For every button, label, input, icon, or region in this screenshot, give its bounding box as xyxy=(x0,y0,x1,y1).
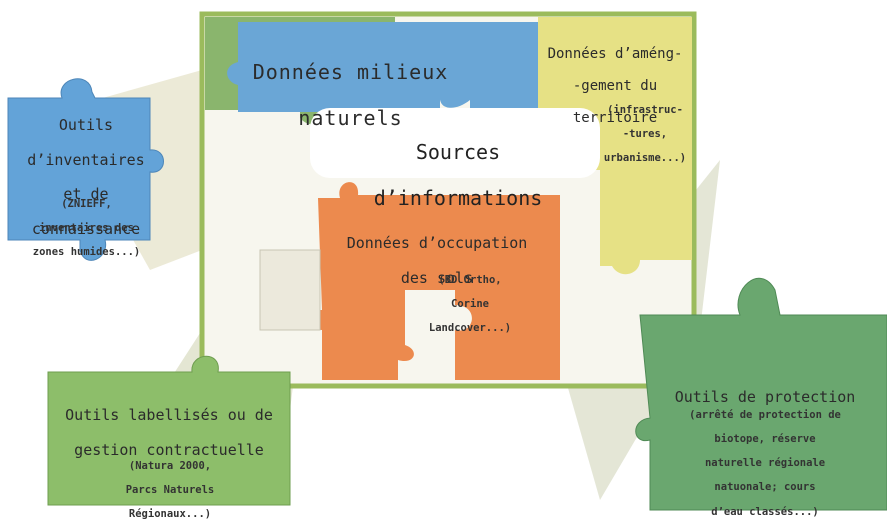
occupation-title-l2: des sols xyxy=(400,268,474,287)
occupation-title: Données d’occupation des sols xyxy=(322,218,552,287)
amenagement-detail-l3: urbanisme...) xyxy=(603,152,687,165)
labellises-title-l1: Outils labellisés ou de xyxy=(65,406,273,425)
milieux-title: Données milieux naturels xyxy=(238,38,463,130)
protection-detail-l3: naturelle régionale xyxy=(704,457,826,470)
grey-piece-left xyxy=(259,249,321,331)
protection-detail-l1: (arrêté de protection de xyxy=(689,409,841,422)
milieux-title-l1: Données milieux xyxy=(252,60,449,84)
amenagement-title-l1: Données d’améng- xyxy=(547,46,683,63)
labellises-detail-l2: Parcs Naturels xyxy=(125,484,215,497)
labellises-title-l2: gestion contractuelle xyxy=(74,440,264,459)
labellises-detail-l3: Régionaux...) xyxy=(128,508,212,521)
protection-detail-l4: natuonale; cours xyxy=(714,481,816,494)
teal-protection-piece xyxy=(635,277,887,511)
protection-title: Outils de protection xyxy=(650,372,880,407)
center-label-l1: Sources xyxy=(415,140,501,164)
protection-detail-l5: d’eau classés...) xyxy=(711,505,819,518)
occupation-detail: (BD Ortho, Corine Landcover...) xyxy=(380,262,560,334)
inventaires-title-l2: d’inventaires xyxy=(27,150,145,169)
center-label: Sources d’informations xyxy=(318,118,598,210)
inventaires-detail-l2: inventaires des xyxy=(39,222,134,235)
center-label-l2: d’informations xyxy=(373,186,543,210)
occupation-detail-l1: (BD Ortho, xyxy=(438,274,502,287)
blue-milieux-piece xyxy=(227,22,600,112)
amenagement-detail-l1: (infrastruc- xyxy=(607,104,683,117)
protection-title-l1: Outils de protection xyxy=(674,388,856,407)
occupation-title-l1: Données d’occupation xyxy=(346,234,528,253)
protection-detail-l2: biotope, réserve xyxy=(714,433,816,446)
inventaires-detail-l3: zones humides...) xyxy=(32,246,141,259)
labellises-title: Outils labellisés ou de gestion contract… xyxy=(48,390,290,459)
amenagement-title: Données d’améng- -gement du territoire xyxy=(540,30,690,127)
labellises-detail: (Natura 2000, Parcs Naturels Régionaux..… xyxy=(80,448,260,520)
inventaires-title-l1: Outils xyxy=(58,116,114,135)
center-label-band xyxy=(310,108,600,178)
amenagement-detail: (infrastruc- -tures, urbanisme...) xyxy=(590,92,700,164)
amenagement-title-l3: territoire xyxy=(572,110,658,127)
labellises-detail-l1: (Natura 2000, xyxy=(128,460,212,473)
occupation-detail-l2: Corine xyxy=(451,298,489,311)
green-labellises-piece xyxy=(47,355,291,506)
inventaires-title-l3: et de xyxy=(63,185,109,204)
inventaires-title-l4: connaissance xyxy=(31,219,141,238)
amenagement-title-l2: -gement du xyxy=(572,78,658,95)
inventaires-detail: (ZNIEFF, inventaires des zones humides..… xyxy=(4,186,169,258)
occupation-detail-l3: Landcover...) xyxy=(428,322,512,335)
inventaires-detail-l1: (ZNIEFF, xyxy=(61,198,112,211)
inventaires-title: Outils d’inventaires et de connaissance xyxy=(6,100,166,238)
blue-inventaires-piece xyxy=(7,78,164,261)
protection-detail: (arrêté de protection de biotope, réserv… xyxy=(645,397,885,518)
yellow-amenagement-piece xyxy=(538,17,692,275)
orange-occupation-piece xyxy=(307,182,560,380)
amenagement-detail-l2: -tures, xyxy=(622,128,668,141)
milieux-title-l2: naturels xyxy=(298,106,403,130)
